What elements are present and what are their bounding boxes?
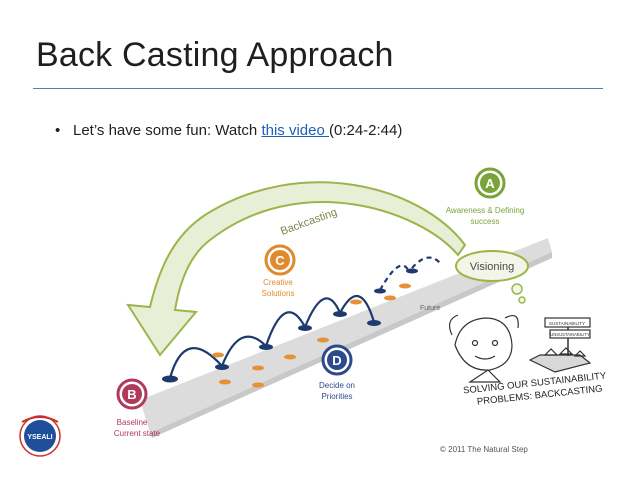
stage-b-letter: B <box>127 387 136 402</box>
bullet-item: • Let’s have some fun: Watch this video (… <box>55 122 402 139</box>
thinker-sketch <box>448 314 592 383</box>
stage-c-line2: Solutions <box>262 289 295 298</box>
slide-title: Back Casting Approach <box>36 36 394 74</box>
title-divider <box>33 88 603 89</box>
bullet-icon: • <box>55 122 61 139</box>
timeline-road <box>140 238 552 433</box>
stage-b-line1: Baseline <box>117 418 148 427</box>
bullet-prefix: Let’s have some fun: Watch <box>73 122 262 139</box>
logo-text: YSEALI <box>27 434 52 441</box>
stage-c: C Creative Solutions <box>262 244 296 298</box>
backcasting-diagram: Backcasting <box>19 167 607 457</box>
stage-b-line2: Current state <box>114 429 161 438</box>
video-link[interactable]: this video <box>261 122 329 139</box>
copyright: © 2011 The Natural Step <box>440 445 528 454</box>
stage-d-letter: D <box>332 353 341 368</box>
stage-a-letter: A <box>485 176 495 191</box>
stage-a-line2: success <box>471 217 500 226</box>
bullet-suffix: (0:24-2:44) <box>328 122 403 139</box>
orange-dots <box>212 283 411 388</box>
visioning-cloud: Visioning <box>455 250 529 304</box>
stage-a-line1: Awareness & Defining <box>446 206 525 215</box>
arrow-label: Backcasting <box>279 206 339 238</box>
signpost-1: SUSTAINABILITY <box>549 321 585 326</box>
jump-arcs <box>168 256 441 379</box>
stage-d-line1: Decide on <box>319 381 355 390</box>
stage-d-line2: Priorities <box>321 392 352 401</box>
backcasting-arrow <box>126 181 467 357</box>
stage-d: D Decide on Priorities <box>319 344 355 401</box>
yseali-logo: YSEALI <box>19 415 61 457</box>
stage-c-letter: C <box>275 253 285 268</box>
stage-a: A Awareness & Defining success <box>446 167 525 226</box>
visioning-label: Visioning <box>470 261 514 273</box>
timeline-road-shade <box>150 252 552 438</box>
stage-c-line1: Creative <box>263 278 293 287</box>
signpost-2: UNSUSTAINABILITY <box>550 332 590 337</box>
future-label: Future <box>420 305 440 312</box>
path-dots <box>162 268 418 383</box>
stage-b: B Baseline Current state <box>114 378 161 438</box>
